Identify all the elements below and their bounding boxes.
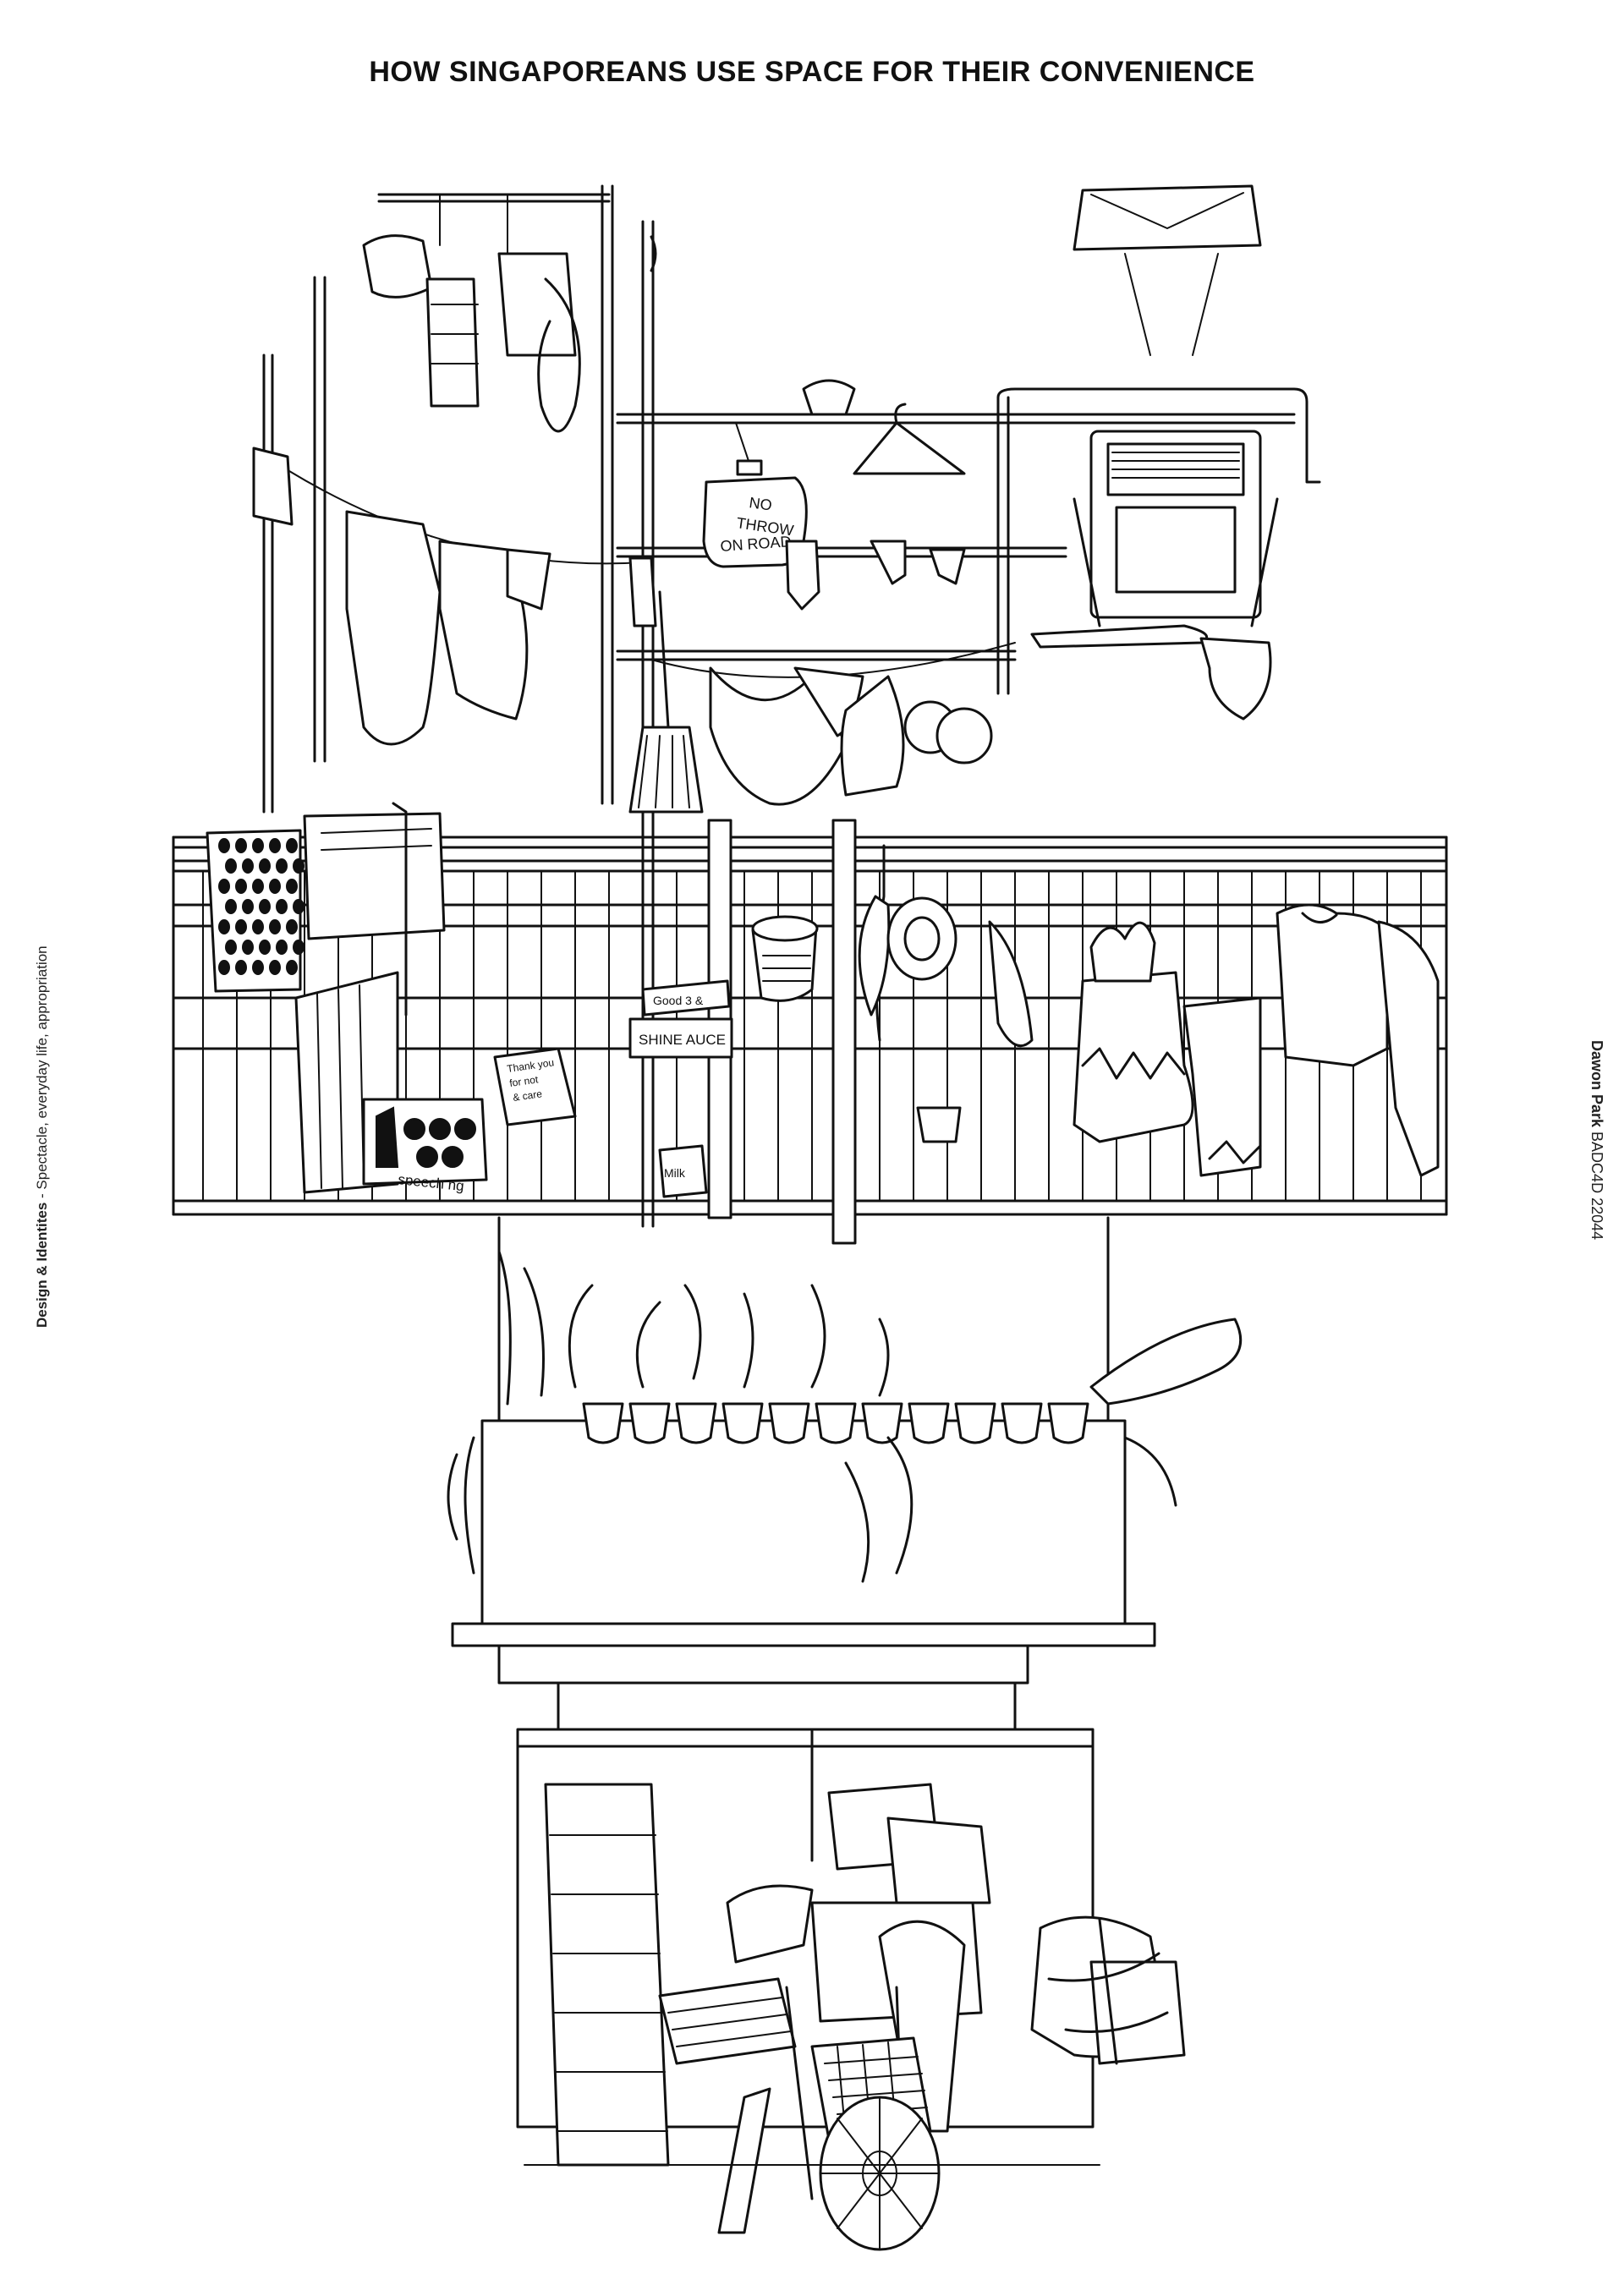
stacked-chairs-and-baskets bbox=[658, 1783, 991, 2217]
railing-hanging-items bbox=[751, 844, 1034, 1143]
mat-dot bbox=[235, 879, 247, 894]
mat-dot bbox=[218, 919, 230, 934]
mat-dot bbox=[225, 858, 237, 874]
no-littering-sign: NO THROW ON ROAD bbox=[702, 422, 808, 568]
railing-notes: Thank you for not & care Good 3 & SHINE … bbox=[493, 979, 733, 1198]
mat-dot bbox=[218, 960, 230, 975]
mat-dot bbox=[293, 940, 304, 955]
mat-dot bbox=[218, 838, 230, 853]
bicycle bbox=[717, 2087, 941, 2251]
mat-dot bbox=[269, 838, 281, 853]
potted-plants bbox=[447, 1250, 1243, 1583]
mat-dot bbox=[286, 960, 298, 975]
hangers-and-socks bbox=[785, 379, 966, 611]
tag-text: Good 3 & bbox=[653, 994, 704, 1007]
mat-dot bbox=[235, 838, 247, 853]
plant-pot bbox=[675, 1402, 717, 1444]
mat-dot bbox=[259, 940, 271, 955]
sign-line-1: NO bbox=[748, 494, 773, 514]
mat-dot bbox=[225, 940, 237, 955]
mat-dot bbox=[276, 899, 288, 914]
mat-dot bbox=[286, 838, 298, 853]
mat-dot bbox=[293, 899, 304, 914]
planter-ledge bbox=[451, 1216, 1156, 1685]
plant-pot bbox=[1047, 1402, 1089, 1444]
hanging-clothes-center bbox=[709, 666, 993, 806]
mat-dot bbox=[252, 838, 264, 853]
notice-text: SHINE AUCE bbox=[639, 1032, 726, 1048]
mat-dot bbox=[269, 879, 281, 894]
mat-dot bbox=[235, 919, 247, 934]
plant-pot bbox=[721, 1402, 764, 1444]
mat-dot bbox=[242, 940, 254, 955]
hanging-clothes-left bbox=[252, 447, 551, 746]
mat-dot bbox=[259, 858, 271, 874]
plant-pot bbox=[908, 1402, 950, 1444]
mat-dot bbox=[286, 919, 298, 934]
mat-dot bbox=[269, 960, 281, 975]
plant-pot bbox=[768, 1402, 810, 1444]
folded-mattresses: speech ng bbox=[294, 971, 488, 1194]
mat-dot bbox=[225, 899, 237, 914]
box-text: Milk bbox=[664, 1166, 686, 1180]
plant-pot bbox=[1001, 1402, 1043, 1444]
ladder bbox=[544, 1783, 670, 2167]
mat-dot bbox=[276, 858, 288, 874]
tied-boxes bbox=[1030, 1915, 1186, 2065]
plant-pot bbox=[861, 1402, 903, 1444]
mat-dot bbox=[252, 960, 264, 975]
mat-dot bbox=[218, 879, 230, 894]
aircon-and-folding-chair bbox=[1030, 184, 1279, 721]
poster-title: HOW SINGAPOREANS USE SPACE FOR THEIR CON… bbox=[369, 56, 1255, 88]
plant-pot bbox=[628, 1402, 671, 1444]
mat-dot bbox=[252, 919, 264, 934]
note-line-2: for not bbox=[508, 1073, 539, 1089]
railing-laundry-right bbox=[1073, 903, 1440, 1177]
mat-dot bbox=[259, 899, 271, 914]
mat-dot bbox=[269, 919, 281, 934]
plant-pot bbox=[954, 1402, 996, 1444]
broom-and-tools bbox=[628, 227, 704, 814]
mat-dot bbox=[235, 960, 247, 975]
plant-pot bbox=[815, 1402, 857, 1444]
mat-dot bbox=[293, 858, 304, 874]
mat-dot bbox=[242, 899, 254, 914]
mat-dot bbox=[242, 858, 254, 874]
mat-dot bbox=[286, 879, 298, 894]
plant-pot bbox=[582, 1402, 624, 1444]
mat-dot bbox=[252, 879, 264, 894]
doormat-and-towels bbox=[206, 802, 446, 1016]
mat-dot bbox=[276, 940, 288, 955]
hanging-bags bbox=[362, 194, 581, 433]
note-line-3: & care bbox=[512, 1088, 543, 1104]
